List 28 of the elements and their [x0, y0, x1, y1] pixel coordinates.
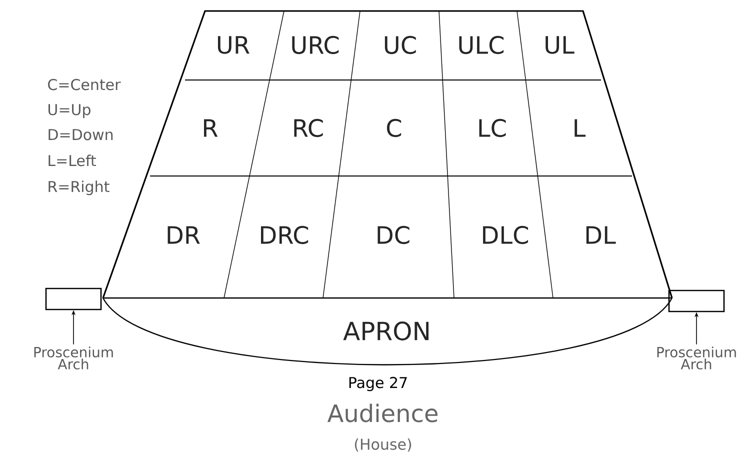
stage-area-label: ULC [459, 36, 504, 54]
stage-area-label: DLC [483, 226, 528, 244]
key-text: R=Right [48, 180, 110, 196]
proscenium-block [668, 290, 725, 312]
key-text: C=Center [48, 78, 121, 90]
stage-area-label: R [204, 119, 218, 137]
stage-area-label: C [386, 118, 402, 138]
apron-label: APRON [343, 322, 429, 340]
stage-area-label: L [574, 119, 586, 137]
stage-area-label: URC [292, 36, 339, 54]
key-text: U=Up [48, 104, 90, 118]
page-number: Page 27 [349, 376, 407, 392]
stage-area-label: UC [384, 36, 416, 54]
house-label: (House) [354, 438, 412, 452]
stage-area-label: DL [586, 226, 616, 244]
proscenium-block [45, 288, 102, 310]
stage-area-label: DC [378, 226, 410, 244]
stage-area-label: UR [218, 36, 250, 54]
stage-area-label: DRC [261, 226, 308, 244]
stage-area-label: DR [168, 226, 200, 244]
proscenium-arch-label: Proscenium Arch [657, 346, 736, 370]
proscenium-arch-label: Proscenium Arch [34, 346, 113, 370]
key-text: D=Down [48, 129, 113, 140]
stage-area-label: UL [546, 36, 574, 54]
stage-area-label: RC [294, 118, 323, 138]
key-text: L=Left [48, 154, 96, 166]
stage-area-label: LC [479, 118, 506, 138]
audience-label: Audience [327, 404, 438, 422]
